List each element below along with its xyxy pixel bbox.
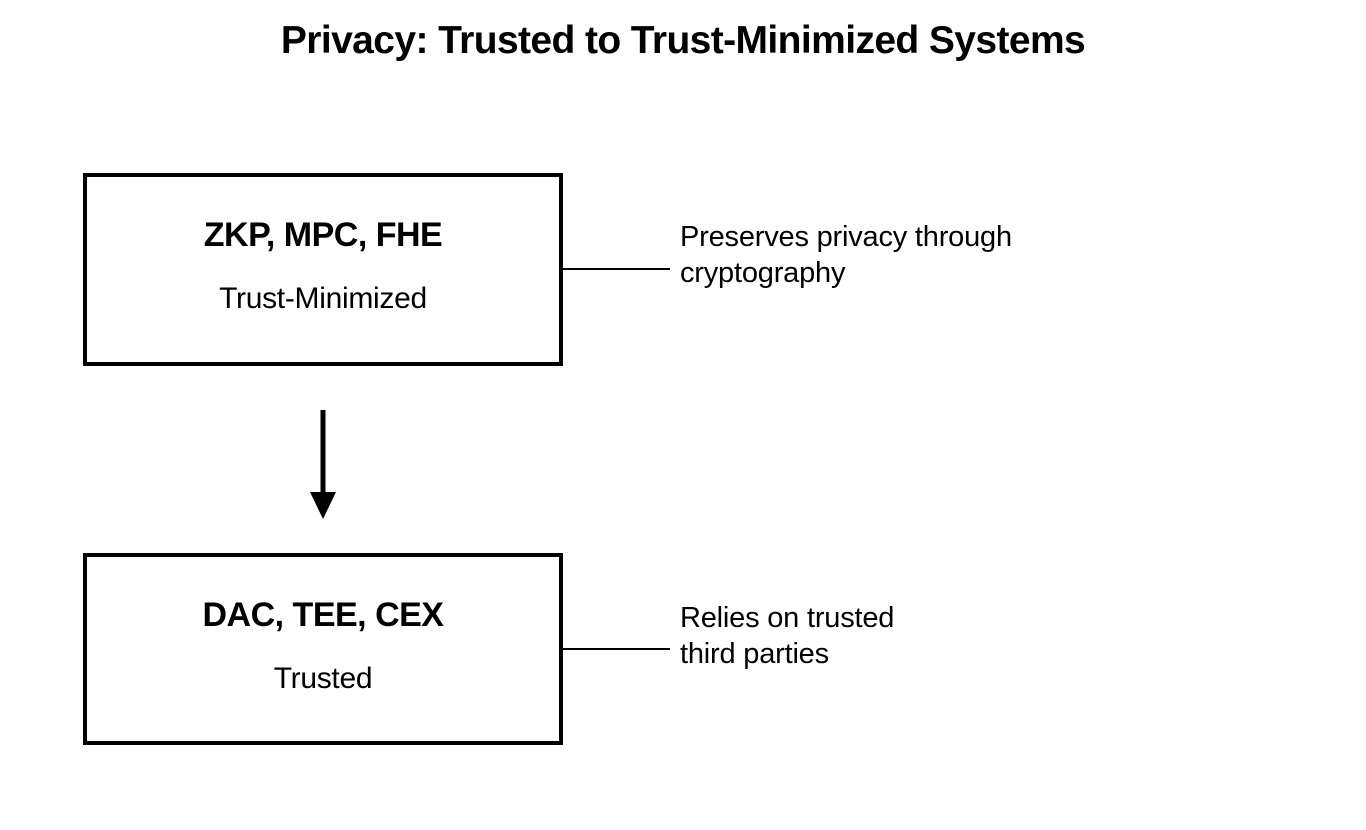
node-trusted: DAC, TEE, CEX Trusted [83, 553, 563, 745]
node-trusted-heading: DAC, TEE, CEX [202, 596, 444, 634]
annotation-trust-minimized-line-2: cryptography [680, 257, 846, 289]
annotation-trusted-line-2: third parties [680, 638, 829, 670]
connector-line-trusted [563, 648, 670, 650]
annotation-trust-minimized: Preserves privacy through cryptography [680, 219, 1012, 291]
annotation-trusted: Relies on trusted third parties [680, 600, 894, 672]
annotation-trust-minimized-line-1: Preserves privacy through [680, 221, 1012, 253]
node-trusted-subheading: Trusted [273, 662, 373, 695]
connector-line-trust-minimized [563, 268, 670, 270]
annotation-trusted-line-1: Relies on trusted [680, 602, 895, 634]
node-trust-minimized-subheading: Trust-Minimized [219, 282, 427, 315]
node-trust-minimized-heading: ZKP, MPC, FHE [203, 216, 443, 254]
down-arrow-icon [310, 410, 336, 519]
node-trust-minimized: ZKP, MPC, FHE Trust-Minimized [83, 173, 563, 366]
diagram-title: Privacy: Trusted to Trust-Minimized Syst… [280, 19, 1086, 62]
